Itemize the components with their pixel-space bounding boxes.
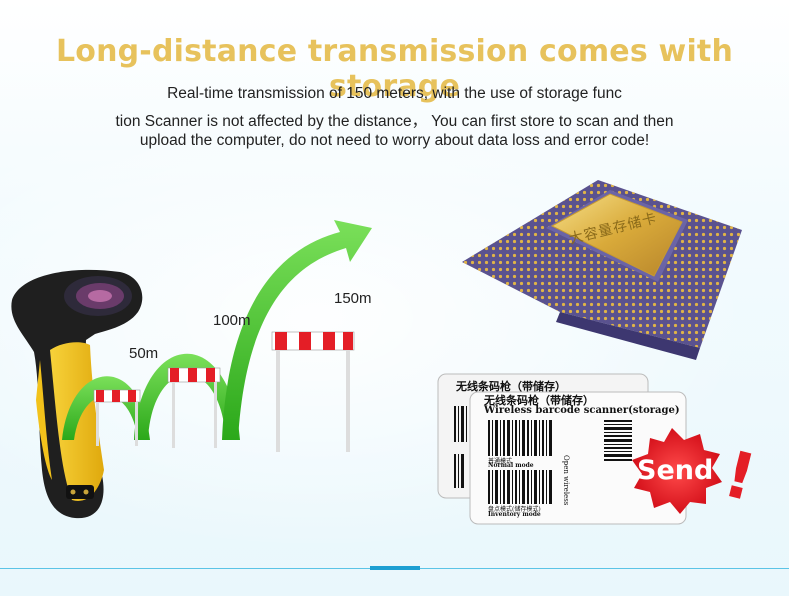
- card-normal-mode-cn: 普通模式: [488, 458, 513, 465]
- card-title-cn: 无线条码枪（带储存）: [484, 394, 594, 407]
- hurdle-150m: [271, 331, 355, 452]
- card-inventory-mode-cn: 盘点模式(储存模式): [488, 506, 541, 513]
- storage-chip: [462, 180, 742, 360]
- barcode-inventory-mode: [488, 470, 552, 504]
- description-line-3: upload the computer, do not need to worr…: [139, 132, 650, 149]
- send-badge: [632, 428, 722, 514]
- page-title: Long-distance transmission comes with st…: [55, 34, 734, 104]
- description-line-2: tion Scanner is not affected by the dist…: [115, 113, 674, 130]
- distance-label-150m: 150m: [334, 290, 372, 307]
- barcode-card-front: [469, 391, 687, 525]
- bottom-indicator: [370, 566, 420, 570]
- card-back-title: 无线条码枪（带储存）: [456, 380, 566, 393]
- distance-label-50m: 50m: [129, 345, 159, 362]
- card-title-en: Wireless barcode scanner(storage): [484, 405, 680, 416]
- description-line-1: Real-time transmission of 150 meters, wi…: [167, 85, 622, 102]
- card-normal-mode-en: Normal mode: [488, 462, 534, 469]
- send-label: Send: [637, 455, 714, 486]
- distance-label-100m: 100m: [213, 312, 251, 329]
- card-open-wireless: Open wireless: [562, 455, 570, 506]
- hurdle-50m: [93, 389, 141, 446]
- barcode-open-wireless: [604, 420, 632, 461]
- hurdle-100m: [167, 367, 221, 448]
- barcode-scanner: [11, 269, 143, 519]
- barcode-normal-mode: [488, 420, 552, 456]
- card-inventory-mode-en: Inventory mode: [488, 511, 541, 518]
